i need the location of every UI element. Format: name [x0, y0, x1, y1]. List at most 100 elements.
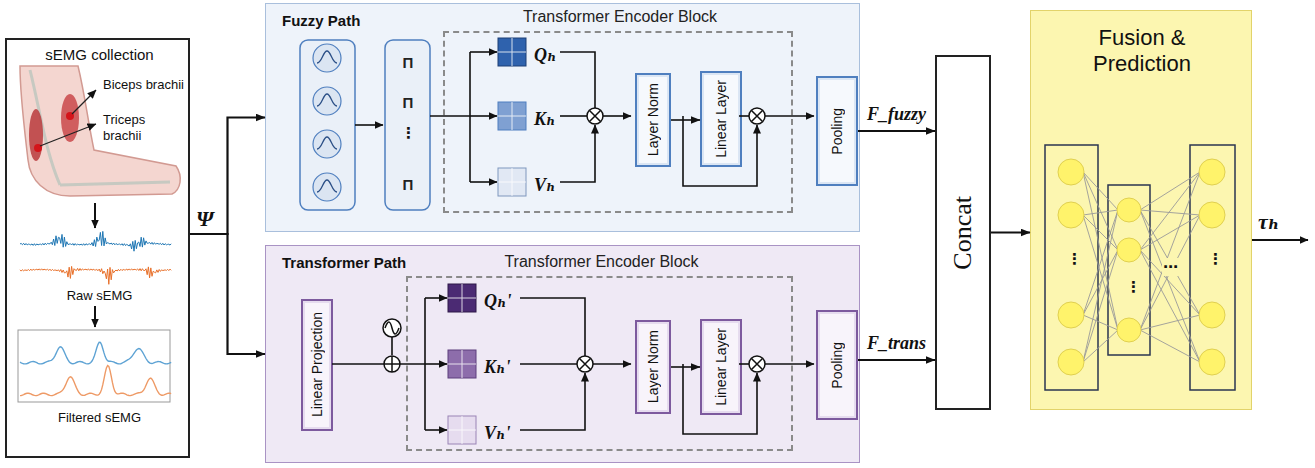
node-label: Vₕ [534, 174, 555, 196]
arm-illustration [20, 66, 180, 196]
node-label: Biceps brachii [103, 77, 185, 93]
fuzzy-encoder-wires [470, 181, 497, 183]
feature-label: F_fuzzy [867, 104, 926, 125]
operator-symbol [384, 356, 400, 372]
arm-illustration [40, 124, 96, 146]
network-links [1083, 210, 1118, 362]
flow-arrow [94, 306, 96, 327]
qkv-square [448, 38, 526, 444]
node-label: Triceps brachii [103, 112, 185, 145]
arm-illustration [20, 66, 180, 196]
arm-illustration [30, 70, 170, 185]
fuzzy-encoder-wires [739, 115, 749, 117]
arm-illustration [29, 109, 43, 161]
transformer-encoder-wires [425, 297, 447, 299]
network-links [1199, 302, 1225, 328]
operator-symbol [383, 108, 765, 372]
network-links [1058, 202, 1084, 228]
network-links [1199, 202, 1225, 228]
flow-arrow [95, 203, 96, 327]
fuzzy-encoder-wires [470, 115, 497, 117]
transformer-encoder-wires [593, 363, 631, 365]
membership-column [313, 87, 341, 115]
ellipsis-mark: ⋮ [1066, 250, 1083, 268]
fuzzy-encoder-wires [603, 115, 631, 117]
membership-column [313, 44, 341, 72]
layer-norm: Layer Norm [635, 320, 671, 414]
fuzzy-encoder-wires [470, 51, 497, 53]
ellipsis-mark: ⋯ [1162, 258, 1179, 276]
membership-column [313, 173, 341, 201]
raw-signal [20, 266, 171, 284]
operator-symbol [752, 359, 763, 370]
operator-symbol [752, 111, 763, 122]
node-label: Pooling [829, 342, 845, 389]
flow-arrow [858, 359, 935, 361]
operator-symbol [383, 319, 401, 337]
filtered-signal [20, 366, 171, 396]
network-links [1117, 238, 1141, 262]
fuzzy-encoder-wires [355, 52, 814, 186]
operator-symbol [587, 108, 603, 124]
network-links [1140, 215, 1200, 330]
fuzzy-encoder-wires [560, 125, 595, 182]
network-links [1140, 172, 1200, 210]
signal-symbol: τₕ [1258, 208, 1279, 235]
fuzzy-encoder-wires [430, 52, 470, 182]
fuzzy-encoder-wires [560, 115, 587, 117]
node-label: Linear Layer [713, 80, 729, 158]
ellipsis-mark: ⋮ [1207, 250, 1224, 268]
node-label: Linear Layer [713, 328, 729, 406]
feature-label: F_trans [867, 333, 926, 354]
linear-layer: Linear Layer [700, 319, 742, 415]
operator-symbol [385, 322, 399, 334]
filtered-frame [18, 330, 170, 402]
fuzzy-encoder-wires [355, 124, 383, 126]
fuzzy-encoder-wires [765, 115, 814, 117]
membership-column [300, 40, 355, 210]
network-links [1140, 172, 1200, 250]
linear-layer: Linear Layer [700, 71, 742, 167]
network-links [1083, 210, 1118, 215]
transformer-encoder-wires [391, 337, 393, 355]
operator-symbol [590, 111, 601, 122]
network-links [1058, 349, 1084, 375]
transformer-encoder-wires [520, 373, 585, 430]
layer-norm: Layer Norm [635, 73, 671, 167]
heading: Transformer Encoder Block [408, 253, 795, 271]
operator-symbol [384, 356, 400, 372]
node-label: Raw sEMG [7, 288, 192, 304]
node-label: Π [403, 54, 414, 71]
transformer-encoder-wires [520, 298, 585, 356]
node-label: Layer Norm [645, 330, 661, 403]
membership-column [317, 94, 337, 106]
transformer-encoder-wires [332, 363, 384, 365]
node-label: Pooling [829, 108, 845, 155]
transformer-encoder-wires [425, 429, 447, 431]
operator-symbol [749, 108, 765, 124]
transformer-encoder-wires [520, 363, 577, 365]
operator-symbol [577, 356, 593, 372]
heading: sEMG collection [7, 46, 192, 63]
flow-arrow [991, 231, 1030, 233]
network-links [1083, 172, 1118, 210]
network-links [1117, 198, 1141, 222]
network-links [1199, 159, 1225, 185]
node-label: Qₕ [534, 44, 556, 66]
transformer-encoder-wires [739, 363, 749, 365]
output-arrow [1252, 239, 1308, 241]
heading: Transformer Path [282, 254, 406, 271]
concat-box: Concat [935, 55, 991, 410]
network-links [1140, 172, 1200, 330]
membership-column [317, 180, 337, 192]
product-column [385, 40, 430, 210]
membership-column [313, 44, 341, 201]
linear-projection: Linear Projection [301, 299, 333, 431]
node-label: Vₕ' [484, 422, 510, 444]
transformer-encoder-wires [683, 364, 757, 434]
network-layer [1045, 145, 1098, 390]
node-label: Π [403, 176, 414, 193]
network-links [1083, 330, 1118, 362]
operator-symbol [580, 359, 591, 370]
transformer-encoder-wires [400, 298, 425, 430]
